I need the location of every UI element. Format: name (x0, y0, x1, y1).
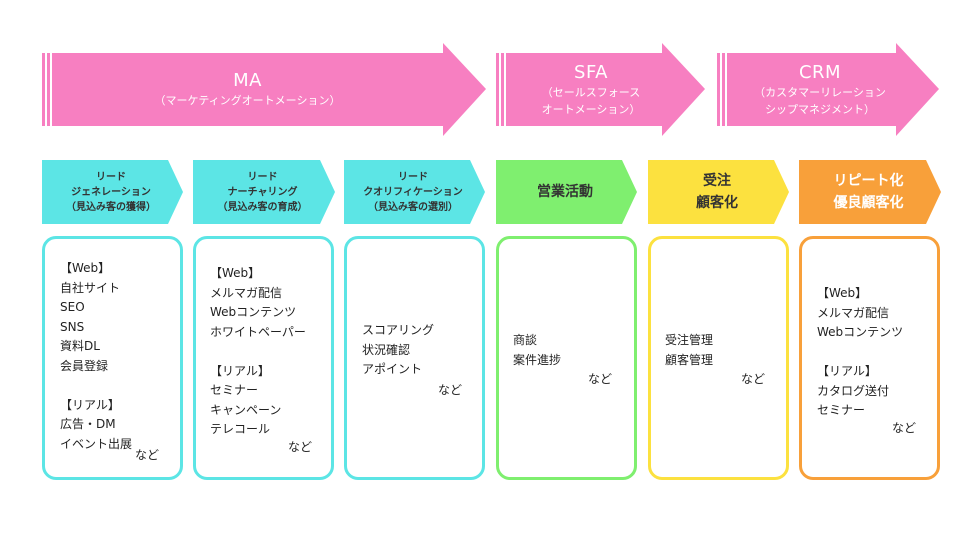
phase-title: SFA (574, 62, 608, 83)
phase-arrow-crm (717, 43, 939, 136)
activity-list: 【Web】 メルマガ配信 Webコンテンツ 【リアル】 カタログ送付 セミナー (817, 286, 904, 417)
etc-label: など (741, 372, 766, 386)
activity-list: 受注管理 顧客管理 (665, 333, 714, 367)
phase-title: MA (233, 70, 262, 91)
activity-box-repeat-loyal: 【Web】 メルマガ配信 Webコンテンツ 【リアル】 カタログ送付 セミナー … (799, 236, 940, 480)
stage-label-lead-qualification: リード クオリフィケーション （見込み客の選別） (363, 171, 463, 213)
phase-subtitle: （マーケティングオートメーション） (154, 94, 341, 107)
etc-label: など (438, 383, 463, 397)
activity-box-lead-qualification: スコアリング 状況確認 アポイント など (344, 236, 485, 480)
phase-arrow-sfa (496, 43, 705, 136)
stage-label-lead-nurturing: リード ナーチャリング （見込み客の育成） (217, 171, 308, 213)
stage-label-sales-activity: 営業活動 (537, 184, 593, 200)
activity-list: 【Web】 メルマガ配信 Webコンテンツ ホワイトペーパー 【リアル】 セミナ… (210, 266, 306, 436)
stage-label-order-customer: 受注 顧客化 (696, 173, 738, 211)
stage-label-repeat-loyal: リピート化 優良顧客化 (833, 173, 904, 211)
stage-chevron-1 (42, 160, 183, 224)
phase-subtitle: （カスタマーリレーション シップマネジメント） (754, 86, 886, 116)
phase-title: CRM (798, 62, 842, 83)
etc-label: など (892, 421, 917, 435)
activity-box-order-customer: 受注管理 顧客管理 など (648, 236, 789, 480)
stage-chevron-4 (496, 160, 637, 224)
stage-chevron-2 (193, 160, 335, 224)
activity-list: 【Web】 自社サイト SEO SNS 資料DL 会員登録 【リアル】 広告・D… (60, 261, 133, 451)
stage-chevron-6 (799, 160, 941, 224)
etc-label: など (288, 440, 313, 454)
activity-box-lead-nurturing: 【Web】 メルマガ配信 Webコンテンツ ホワイトペーパー 【リアル】 セミナ… (193, 236, 334, 480)
activity-box-lead-generation: 【Web】 自社サイト SEO SNS 資料DL 会員登録 【リアル】 広告・D… (42, 236, 183, 480)
activity-list: 商談 案件進捗 (513, 333, 562, 367)
phase-arrow-ma (42, 43, 486, 136)
activity-list: スコアリング 状況確認 アポイント (362, 323, 435, 376)
activity-box-sales-activity: 商談 案件進捗 など (496, 236, 637, 480)
phase-sfa-text: SFA （セールスフォース オートメーション） (506, 62, 676, 118)
phase-subtitle: （セールスフォース オートメーション） (541, 86, 641, 116)
stage-label-lead-generation: リード ジェネレーション （見込み客の獲得） (66, 171, 156, 213)
stage-chevron-3 (344, 160, 485, 224)
etc-label: など (135, 448, 160, 462)
etc-label: など (588, 372, 613, 386)
stage-chevron-5 (648, 160, 789, 224)
phase-crm-text: CRM （カスタマーリレーション シップマネジメント） (727, 62, 913, 118)
phase-ma-text: MA （マーケティングオートメーション） (52, 70, 443, 109)
